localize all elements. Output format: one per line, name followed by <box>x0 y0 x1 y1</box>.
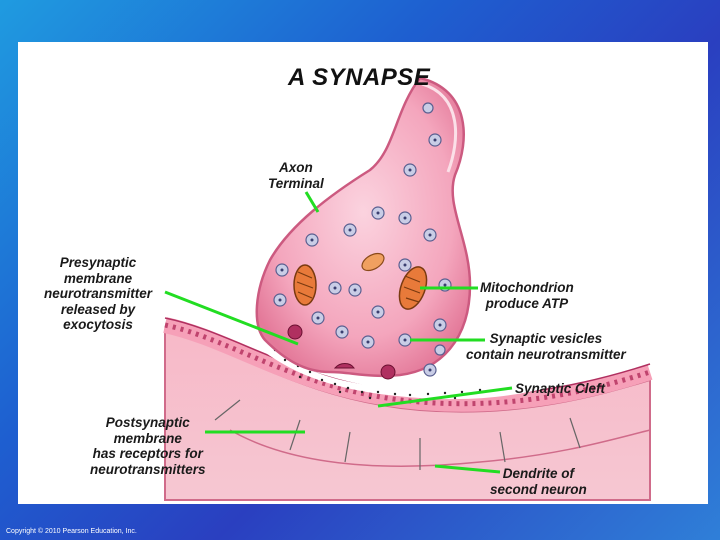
leader-lines <box>164 191 513 474</box>
diagram-title: A SYNAPSE <box>288 64 431 91</box>
leader-dendrite <box>434 464 501 474</box>
mitochondrion-right <box>398 266 428 310</box>
label-synaptic-vesicles: Synaptic vesicles contain neurotransmitt… <box>466 331 626 362</box>
label-dendrite: Dendrite of second neuron <box>490 466 587 497</box>
label-mitochondrion: Mitochondrion produce ATP <box>480 280 574 311</box>
synaptic-vesicles <box>273 102 452 377</box>
label-presynaptic-membrane: Presynaptic membrane neurotransmitter re… <box>44 255 153 332</box>
exocytosis-sites <box>287 324 396 380</box>
mitochondrion-left <box>293 264 317 306</box>
leader-presynaptic <box>164 290 299 346</box>
mitochondrion-center <box>361 252 385 272</box>
label-axon-terminal: Axon Terminal <box>268 160 324 191</box>
leader-axon-terminal <box>304 191 320 213</box>
label-postsynaptic-membrane: Postsynaptic membrane has receptors for … <box>90 415 206 477</box>
leader-cleft <box>377 386 513 408</box>
label-synaptic-cleft: Synaptic Cleft <box>515 381 606 396</box>
copyright-notice: Copyright © 2010 Pearson Education, Inc. <box>6 528 137 535</box>
vesicle-contents <box>278 138 447 372</box>
